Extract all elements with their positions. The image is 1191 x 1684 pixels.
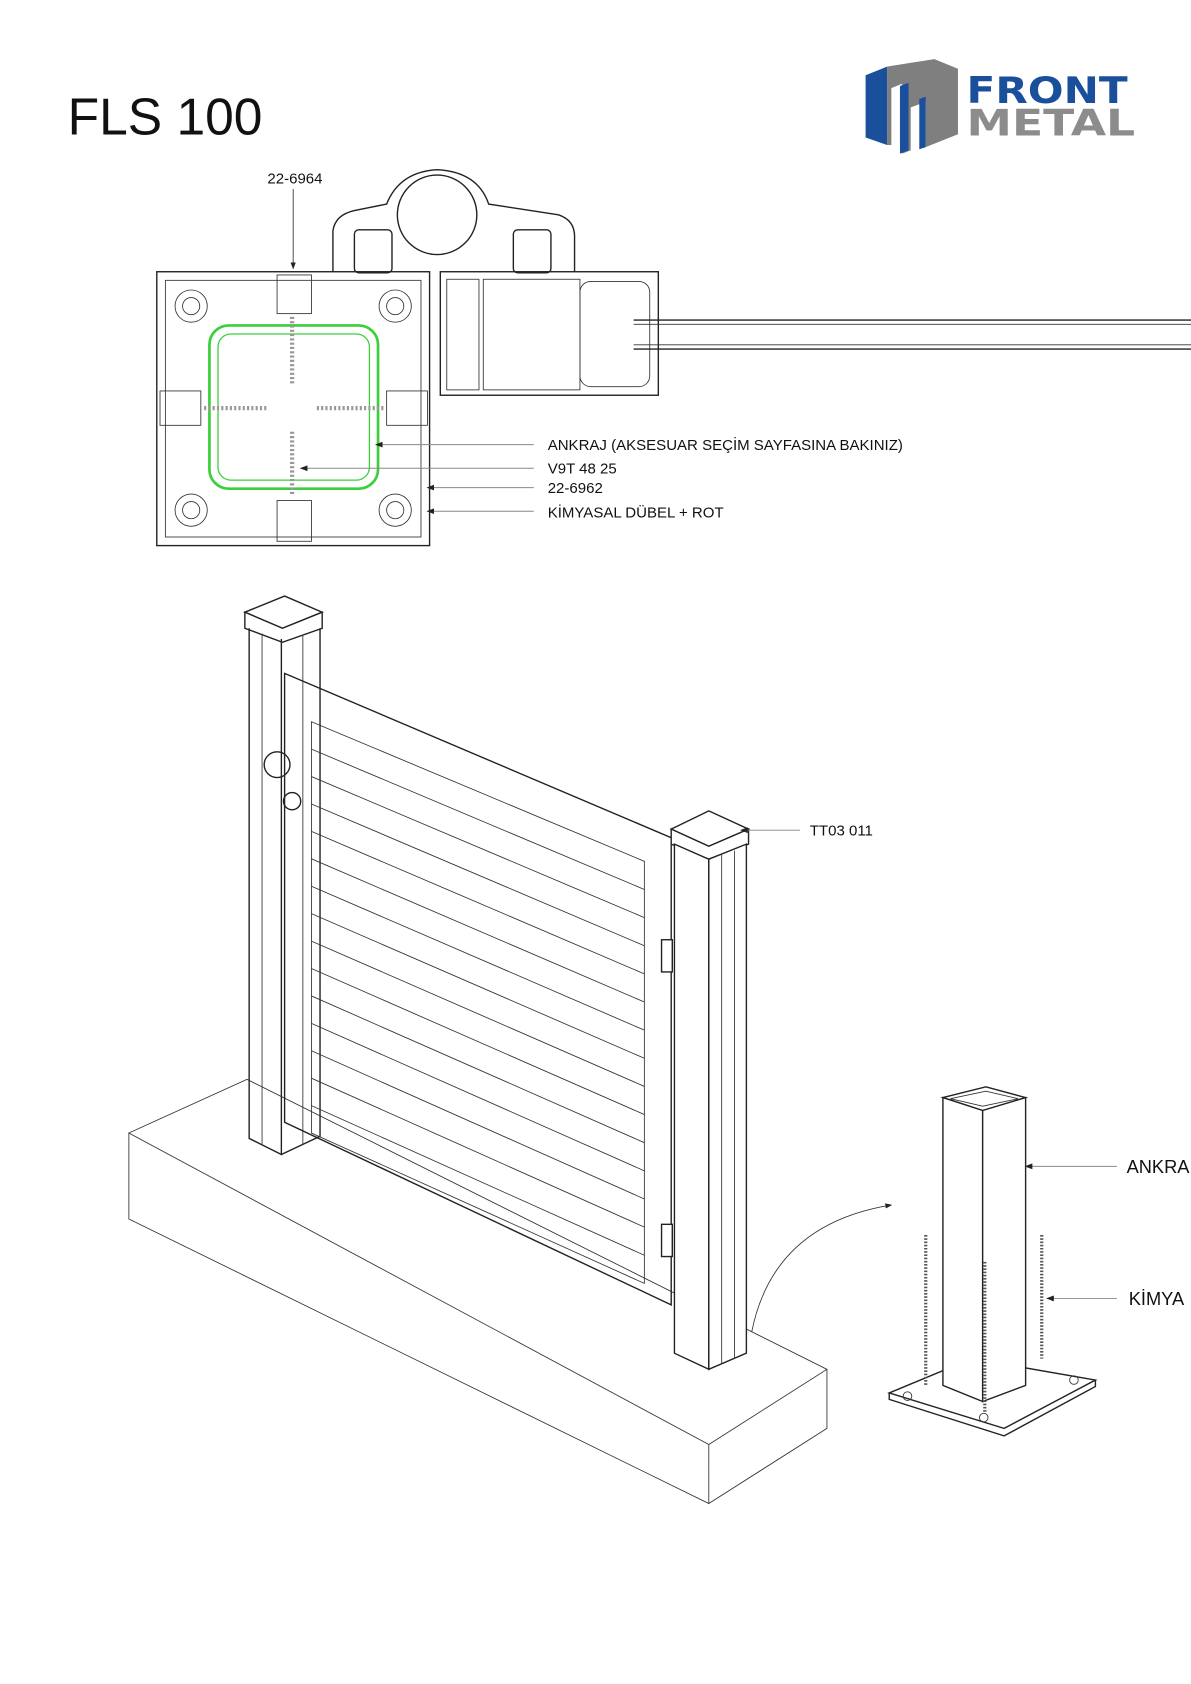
gate-slat bbox=[311, 831, 645, 975]
gate-panel bbox=[283, 672, 672, 1306]
gate-lock bbox=[282, 791, 302, 811]
label-dowel: KİMYASAL DÜBEL + ROT bbox=[548, 504, 724, 522]
label-22-6964: 22-6964 bbox=[267, 171, 322, 188]
gate-slat bbox=[311, 1077, 645, 1228]
detail-label-dowel: KİMYA bbox=[1129, 1288, 1185, 1309]
detail-label-ankraj: ANKRA bbox=[1127, 1156, 1191, 1177]
page-title: FLS 100 bbox=[68, 87, 263, 145]
gate-slat bbox=[311, 940, 645, 1087]
label-cap: TT03 011 bbox=[810, 823, 873, 840]
gate-slat bbox=[311, 803, 645, 947]
gate-slat bbox=[311, 995, 645, 1144]
logo-metal: METAL bbox=[967, 101, 1136, 144]
gate-slat bbox=[311, 748, 645, 890]
label-profile: 22-6962 bbox=[548, 480, 603, 497]
right-post bbox=[660, 810, 751, 1371]
gate-knob bbox=[263, 751, 291, 779]
logo-front: FRONT bbox=[967, 69, 1128, 112]
gate-slat bbox=[311, 1050, 645, 1200]
left-post bbox=[243, 595, 324, 1156]
gate-slat bbox=[311, 968, 645, 1115]
gate-slat bbox=[311, 913, 645, 1059]
concrete-base bbox=[127, 1078, 828, 1505]
anchor-detail bbox=[887, 1086, 1098, 1437]
front-metal-logo: FRONT METAL bbox=[865, 59, 1136, 154]
gate-slat bbox=[311, 1022, 645, 1172]
label-ankraj: ANKRAJ (AKSESUAR SEÇİM SAYFASINA BAKINIZ… bbox=[548, 436, 903, 454]
gate-slat bbox=[311, 885, 645, 1031]
gate-slat bbox=[311, 1105, 645, 1256]
gate-slat bbox=[311, 776, 645, 919]
label-screw: V9T 48 25 bbox=[548, 461, 617, 478]
cross-section bbox=[156, 169, 1191, 547]
gate-slat bbox=[311, 858, 645, 1003]
